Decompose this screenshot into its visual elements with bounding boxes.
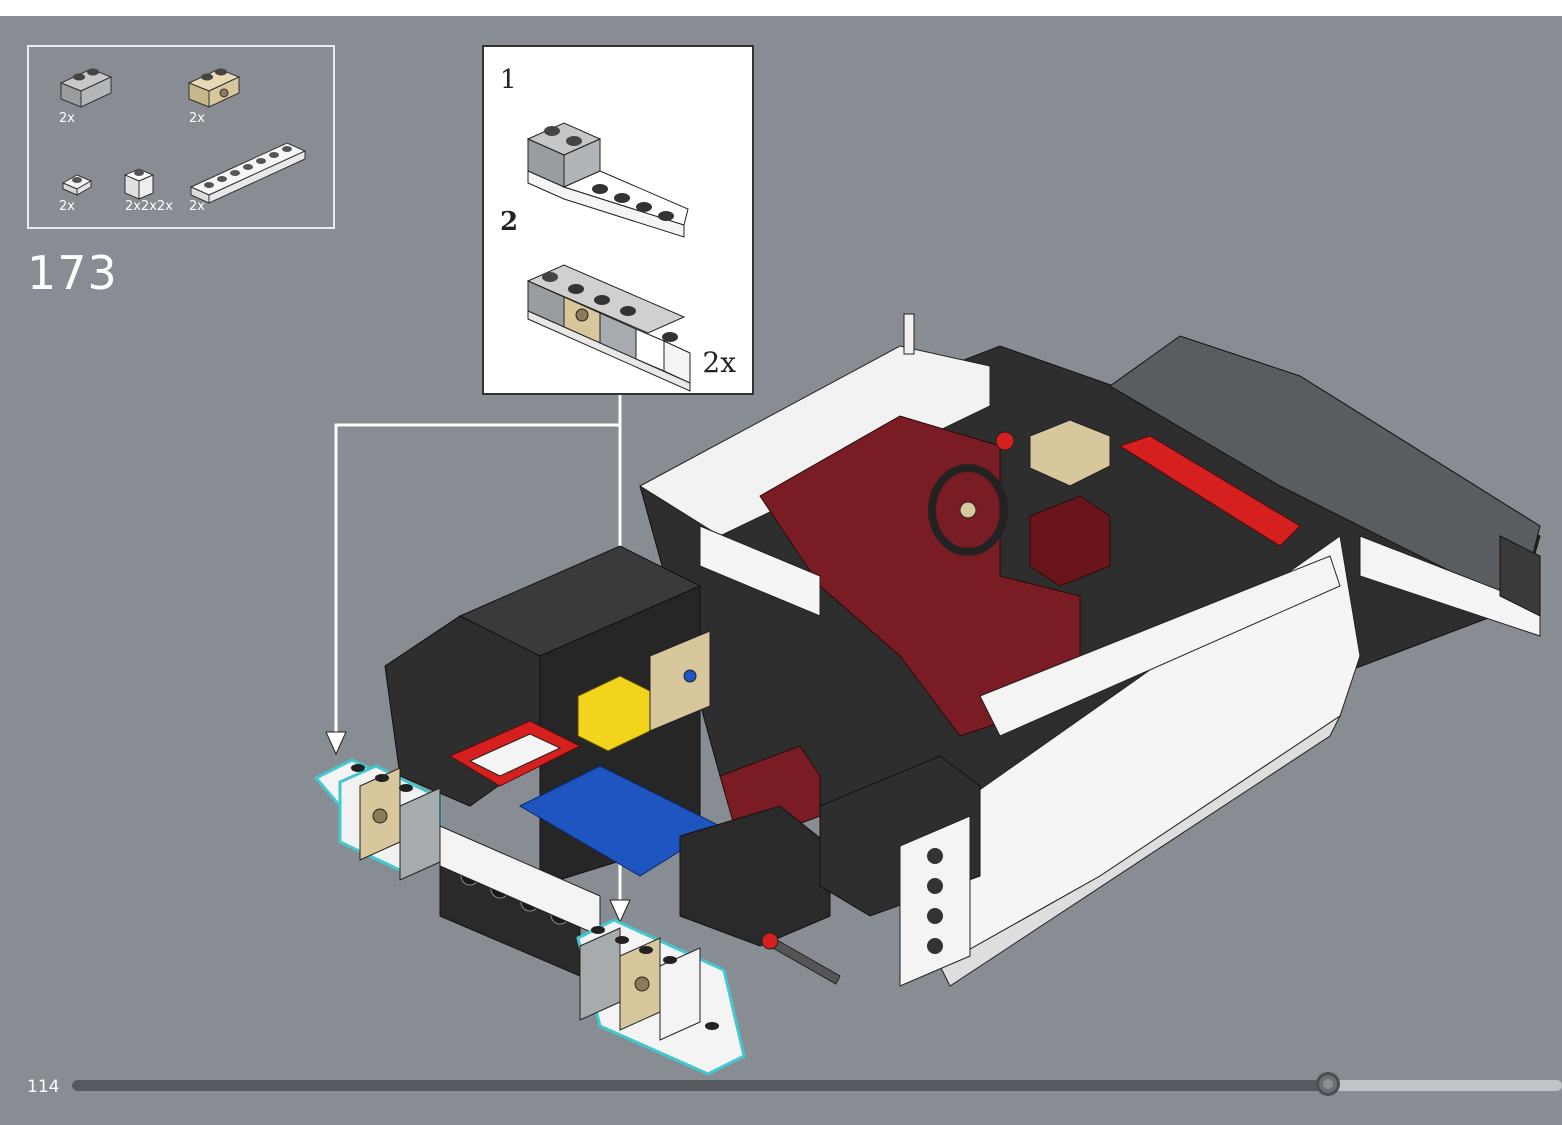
part-qty: 2x xyxy=(189,111,205,126)
highlighted-new-parts xyxy=(313,758,746,1076)
substep-1-assembly xyxy=(526,122,689,238)
white-plate-1x1 xyxy=(61,174,93,196)
step-number: 173 xyxy=(27,246,118,300)
part-qty: 2x2x2x xyxy=(125,199,173,214)
grey-brick-1x2 xyxy=(59,68,113,108)
white-plate-1x8 xyxy=(189,142,307,204)
steering-wheel xyxy=(928,464,1008,556)
substep-illustration xyxy=(526,122,691,392)
placement-arrows xyxy=(334,395,622,909)
white-brick-1x1 xyxy=(123,168,155,200)
tan-technic-brick xyxy=(187,68,241,108)
parts-callout: 2x 2x 2x 2x2x2x 2x xyxy=(27,45,335,229)
page-number: 114 xyxy=(27,1077,60,1097)
substep-label: 2 xyxy=(500,207,519,237)
progress-handle[interactable] xyxy=(1316,1072,1341,1096)
substep-label: 1 xyxy=(500,65,517,95)
progress-slider[interactable] xyxy=(72,1072,1562,1096)
substep-2-assembly xyxy=(526,264,691,392)
part-qty: 2x xyxy=(59,199,75,214)
parts-illustration xyxy=(59,68,307,204)
arrow-head xyxy=(325,731,347,756)
progress-fill xyxy=(72,1080,1329,1091)
part-qty: 2x xyxy=(59,111,75,126)
substep-callout: 1 2 xyxy=(482,45,754,395)
substep-multiplier: 2x xyxy=(702,346,736,379)
part-qty: 2x xyxy=(189,199,205,214)
instruction-page: 2x 2x 2x 2x2x2x 2x 173 1 2 xyxy=(0,16,1562,1125)
arrow-head xyxy=(609,899,631,924)
car-chassis xyxy=(384,313,1541,987)
